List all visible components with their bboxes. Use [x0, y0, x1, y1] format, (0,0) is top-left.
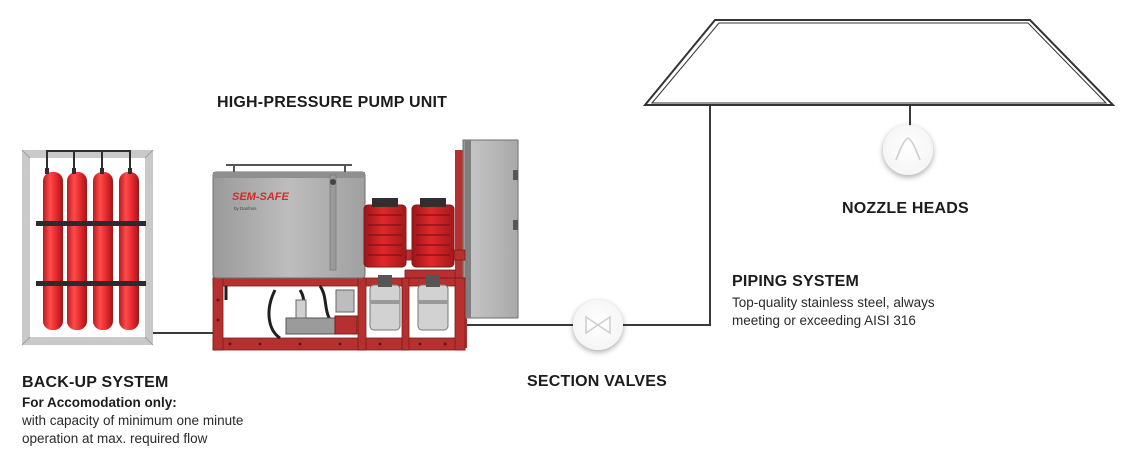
frame-bolts — [216, 298, 447, 346]
brand-logo: SEM-SAFE — [232, 191, 289, 203]
backup-cylinder-rack — [21, 149, 154, 346]
piping-system-title: PIPING SYSTEM — [732, 273, 860, 290]
gas-cylinder — [119, 168, 139, 330]
backup-system-desc-2: operation at max. required flow — [22, 431, 208, 446]
valve-block — [285, 289, 358, 335]
pump-filter — [369, 275, 401, 331]
pump-motor — [363, 198, 407, 268]
water-tank — [212, 164, 366, 279]
backup-system-title: BACK-UP SYSTEM — [22, 374, 169, 391]
backup-system-desc-1: with capacity of minimum one minute — [22, 413, 244, 428]
gas-cylinder — [93, 168, 113, 330]
backup-system-subtitle: For Accomodation only: — [22, 395, 177, 410]
piping-system-desc-2: meeting or exceeding AISI 316 — [732, 313, 916, 328]
pump-unit-label: HIGH-PRESSURE PUMP UNIT — [217, 94, 448, 111]
brand-tagline: by Danfoss — [234, 206, 257, 211]
valve-symbol — [585, 315, 611, 335]
pump-filter — [417, 275, 449, 331]
high-pressure-pump-unit — [212, 139, 519, 351]
section-valves-label: SECTION VALVES — [527, 373, 668, 390]
nozzle-head-icon — [883, 125, 933, 175]
pump-motor — [411, 198, 455, 268]
piping-lines — [152, 105, 911, 334]
gas-cylinder — [67, 168, 87, 330]
piping-system-desc-1: Top-quality stainless steel, always — [732, 295, 935, 310]
nozzle-canopy — [642, 19, 1116, 106]
nozzle-heads-label: NOZZLE HEADS — [842, 200, 969, 217]
nozzle-spray-symbol — [895, 137, 921, 161]
gas-cylinder — [43, 168, 63, 330]
